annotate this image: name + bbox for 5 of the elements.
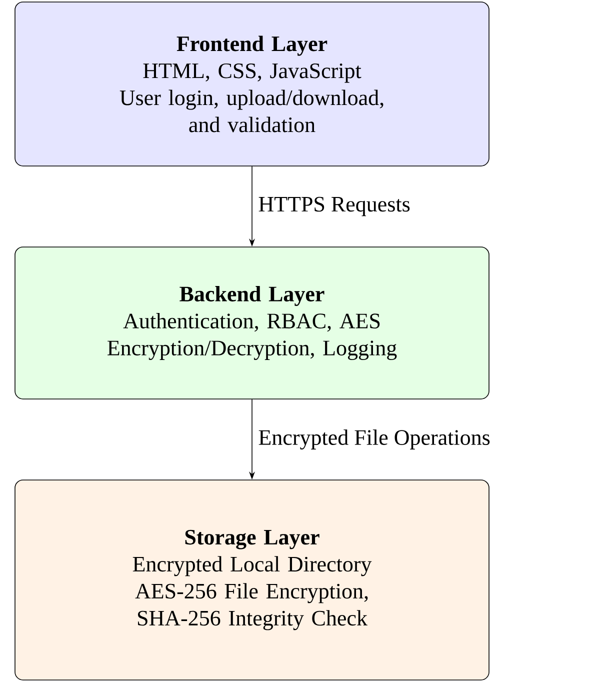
- layer-box: Backend Layer Authentication, RBAC, AES Encryption/Decryption, Logging: [14, 246, 490, 400]
- layer-box: Storage Layer Encrypted Local Directory AES-256 File Encryption, SHA-256 Integrity Check: [14, 480, 490, 680]
- layer-box: Frontend Layer HTML, CSS, JavaScript User login, upload/download, and validation: [14, 2, 490, 166]
- edge-label: HTTPS Requests: [256, 194, 412, 218]
- edge-label: Encrypted File Operations: [256, 428, 492, 452]
